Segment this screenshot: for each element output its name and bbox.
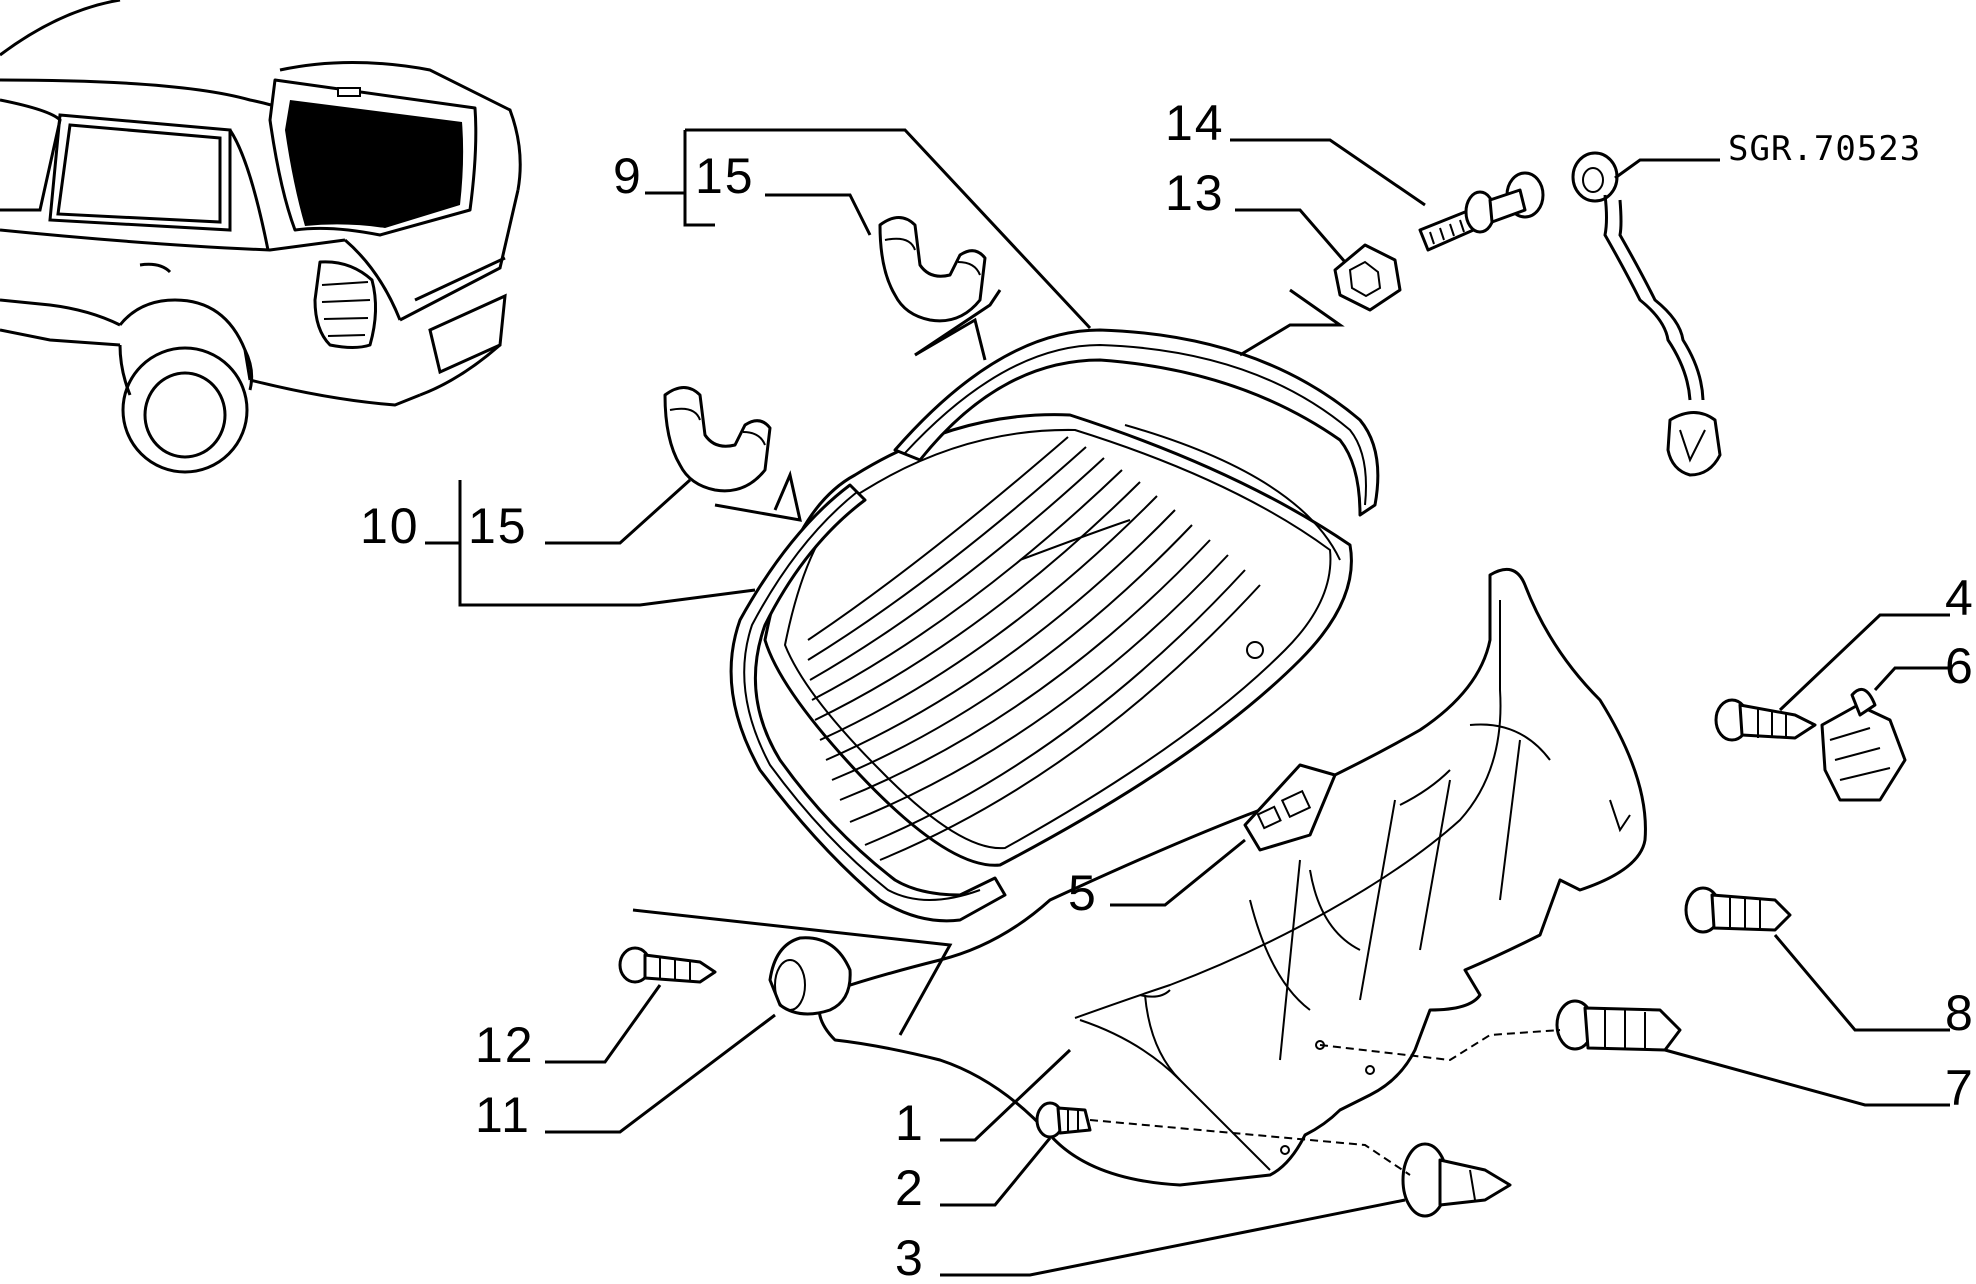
callout-11: 11: [475, 1087, 531, 1143]
callout-4: 4: [1945, 570, 1975, 626]
connection-cable: [1571, 151, 1722, 477]
callout-3: 3: [895, 1230, 925, 1284]
callout-9: 9: [613, 148, 643, 204]
lock-plate: [1243, 763, 1337, 852]
tailgate-trim-panel: [817, 567, 1647, 1187]
seal-clip-upper: [878, 216, 987, 323]
leader-lines: [425, 128, 1950, 1277]
callout-15-lower: 15: [468, 498, 528, 554]
callout-13: 13: [1165, 165, 1225, 221]
callout-5: 5: [1068, 865, 1098, 921]
callout-10: 10: [360, 498, 420, 554]
screw-4: [1714, 698, 1817, 742]
hidden-fastener-lines: [1089, 1029, 1561, 1176]
side-weatherstrip-seal: [729, 483, 1007, 923]
tailgate-retaining-nut: [1333, 243, 1402, 312]
screw-8: [1684, 886, 1792, 934]
screw-12: [618, 946, 717, 984]
callout-7: 7: [1945, 1060, 1975, 1116]
rubber-plug-11: [768, 936, 852, 1016]
screw-2: [1035, 1101, 1092, 1139]
defroster-grid-lines: [807, 436, 1261, 861]
rear-window-glass: [763, 413, 1353, 867]
callout-6: 6: [1945, 638, 1975, 694]
seal-clip-lower: [663, 386, 772, 493]
tailgate-hinge-bolt: [1418, 171, 1545, 252]
callout-2: 2: [895, 1160, 925, 1216]
callout-14: 14: [1165, 95, 1225, 151]
push-pin-7: [1555, 999, 1682, 1052]
car-rear-view-illustration: [0, 0, 522, 474]
callout-8: 8: [1945, 985, 1975, 1041]
fastening-clip-6: [1820, 687, 1907, 802]
callout-12: 12: [475, 1017, 535, 1073]
push-pin-3: [1401, 1142, 1512, 1218]
callout-1: 1: [895, 1095, 925, 1151]
callout-15-upper: 15: [695, 148, 755, 204]
callout-labels: 9 15 10 15 14 13 SGR.70523 4 6 8 7 5 1 2…: [360, 95, 1975, 1284]
upper-weatherstrip-seal: [893, 328, 1380, 517]
reference-code: SGR.70523: [1728, 129, 1921, 169]
